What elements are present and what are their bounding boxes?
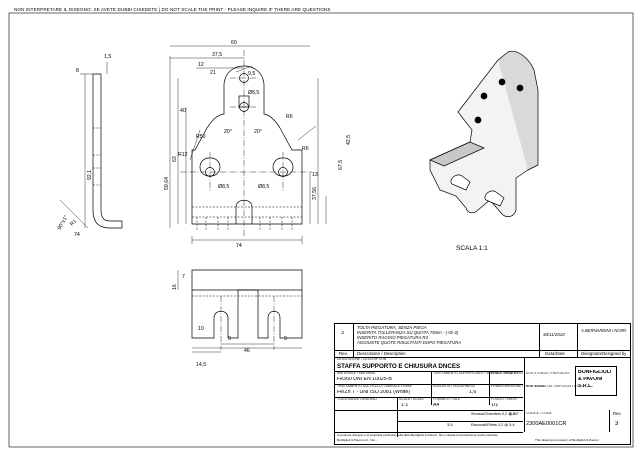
tolerance-c: 3,5	[447, 423, 453, 427]
roughness-value: 1,6	[469, 390, 477, 395]
dim-r6: R6	[286, 114, 293, 120]
header-description: Descrizione / Description	[357, 351, 406, 356]
size-label: FORMATO / SIZE	[433, 398, 461, 401]
side-r1: R1	[69, 218, 78, 227]
company-name-1: BONFIGLIOLI	[578, 370, 612, 375]
dim-21: 21	[210, 70, 216, 76]
dimension-labels: 60 37,5 12 21 9,5 Ø8,5 R50 R6 20° 20° R1…	[74, 40, 318, 368]
dim-67-5: 67,5	[338, 160, 344, 170]
tolerance-label: TOLLERANZE GENERALI	[337, 398, 378, 401]
side-view	[59, 62, 123, 229]
revision-author: A.BERNARDINI / NOIRI	[581, 329, 626, 333]
dim-59-64: 59,64	[164, 177, 170, 190]
dim-60: 60	[231, 40, 237, 46]
scale-value: 1:1	[401, 403, 409, 408]
iso-view	[429, 50, 539, 217]
first-issue-label: PRIMA EMISSIONE / FIRST ISSUE	[491, 385, 546, 388]
b16: 16	[172, 284, 178, 290]
company-name-2: & PAVONI	[578, 377, 603, 382]
company-logo: BONFIGLIOLI & PAVONI S.R.L.	[575, 366, 617, 396]
header-rev: Rev.	[339, 351, 348, 356]
sheet-label: FOGLIO / SHEET	[491, 398, 518, 401]
revision-line-3: INSERITO RAGGIO PIEGATURA R4	[357, 336, 428, 340]
code-label: CODICE / CODE	[526, 412, 552, 415]
drawing-code: 2300AE0001CR	[526, 421, 567, 427]
b9a: 9	[228, 336, 231, 342]
dim-74-bottom: 74	[236, 243, 242, 249]
rev-value: 3	[615, 421, 619, 427]
dim-12: 12	[198, 62, 204, 68]
dim-13: 13	[312, 172, 318, 178]
bottom-view	[177, 269, 303, 353]
description-label: DESCRIZIONE / DESCRIPTION	[337, 358, 387, 361]
dim-37-56: 37,56	[312, 187, 318, 200]
dim-74: 74	[74, 232, 80, 238]
sheet-value: 1/1	[491, 403, 499, 408]
dim-r50: R50	[196, 134, 206, 140]
roughness-label: RUGOSITA / ROUGHNESS	[433, 385, 475, 388]
dim-a20b: 20°	[254, 129, 262, 135]
finish-value: Fe/Zn 7 - UNI ISO 2081 (White)	[337, 390, 410, 395]
material-label: MATERIALE / MATERIAL	[337, 372, 376, 375]
revision-line-4: AGGIUNTE QUOTE RISULTANTI DOPO PIEGATURA	[357, 341, 462, 345]
tolerance-a: 3,2	[509, 412, 515, 416]
weight-label: PESO / WEIGHT	[491, 372, 517, 375]
replaced-by-label: SOSTITUITO DA / REPLACED BY	[526, 385, 579, 388]
dim-d8-5b: Ø8,5	[258, 184, 269, 190]
dim-37-5: 37,5	[212, 52, 222, 58]
tolerance-b: 3,4	[509, 423, 515, 427]
b14-5: 14,5	[196, 362, 206, 368]
side-1-5: 1,5	[104, 54, 111, 60]
footer-property: This drawing is property of Bonfiglioli …	[535, 439, 599, 442]
dim-9-5: 9,5	[248, 71, 255, 77]
dim-r12: R12	[178, 152, 188, 158]
tolerance-fillets: Raccordi/Fillets 0,2 @	[471, 423, 509, 427]
header-by: Disegnato/Designed by	[581, 351, 627, 356]
footer-address: Bonfiglioli & Pavoni srl - Via ...	[337, 439, 379, 442]
b7: 7	[182, 274, 185, 280]
dim-r6b: R6	[302, 146, 309, 152]
side-8: 8	[76, 68, 79, 74]
surface-label: TRATTAMENTO SUPERFICIALE / SURFACE TREAT…	[433, 372, 524, 375]
header-date: Data/Date	[545, 351, 565, 356]
sheet-border	[8, 12, 634, 448]
tolerance-chamfers: Smussi/Chamfers 0,2 @ 45°	[471, 412, 519, 416]
revision-line-2: INSERITA TOLLERANZA SU QUOTA 75mm - (+0/…	[357, 331, 459, 335]
size-value: A4	[433, 403, 440, 408]
footer-note: Il presente disegno è di proprietà esclu…	[337, 434, 499, 437]
dim-63: 63	[172, 156, 178, 162]
b10: 10	[198, 326, 204, 332]
dim-d8-5a: Ø8,5	[218, 184, 229, 190]
b46: 46	[244, 348, 250, 354]
scale-label: SCALA / SCALE	[399, 398, 424, 401]
revision-date: 30/11/2010	[543, 332, 565, 337]
header-note: NON INTERPRETARE IL DISEGNO: SE AVETE DU…	[14, 7, 331, 12]
dim-42-5: 42,5	[346, 135, 352, 145]
side-92: 92,1	[87, 170, 93, 180]
dim-40: 40	[180, 108, 186, 114]
title-block: 3 TOLTA PIEGATURA, SENZA PIEGA INSERITA …	[334, 323, 631, 445]
rev-label: Rev.	[613, 412, 622, 416]
finish-label: TRATTAMENTO SUL PEZZO / SURFACE FINISH	[337, 385, 413, 388]
dim-a20: 20°	[224, 129, 232, 135]
front-view	[169, 45, 327, 244]
company-name-3: S.R.L.	[578, 384, 593, 389]
b9b: 9	[284, 336, 287, 342]
side-90: 90°±1°	[57, 214, 70, 231]
dim-hole: Ø8,5	[248, 90, 259, 96]
revision-number: 3	[341, 331, 344, 336]
material-value: Fe360 UNI EN 10025-B	[337, 377, 392, 382]
drawing-title: STAFFA SUPPORTO E CHIUSURA DNCES	[337, 363, 461, 370]
iso-scale-label: SCALA 1:1	[456, 245, 488, 252]
revision-line-1: TOLTA PIEGATURA, SENZA PIEGA	[357, 326, 427, 330]
replaces-label: SOSTITUISCE / REPLACES	[526, 372, 570, 375]
